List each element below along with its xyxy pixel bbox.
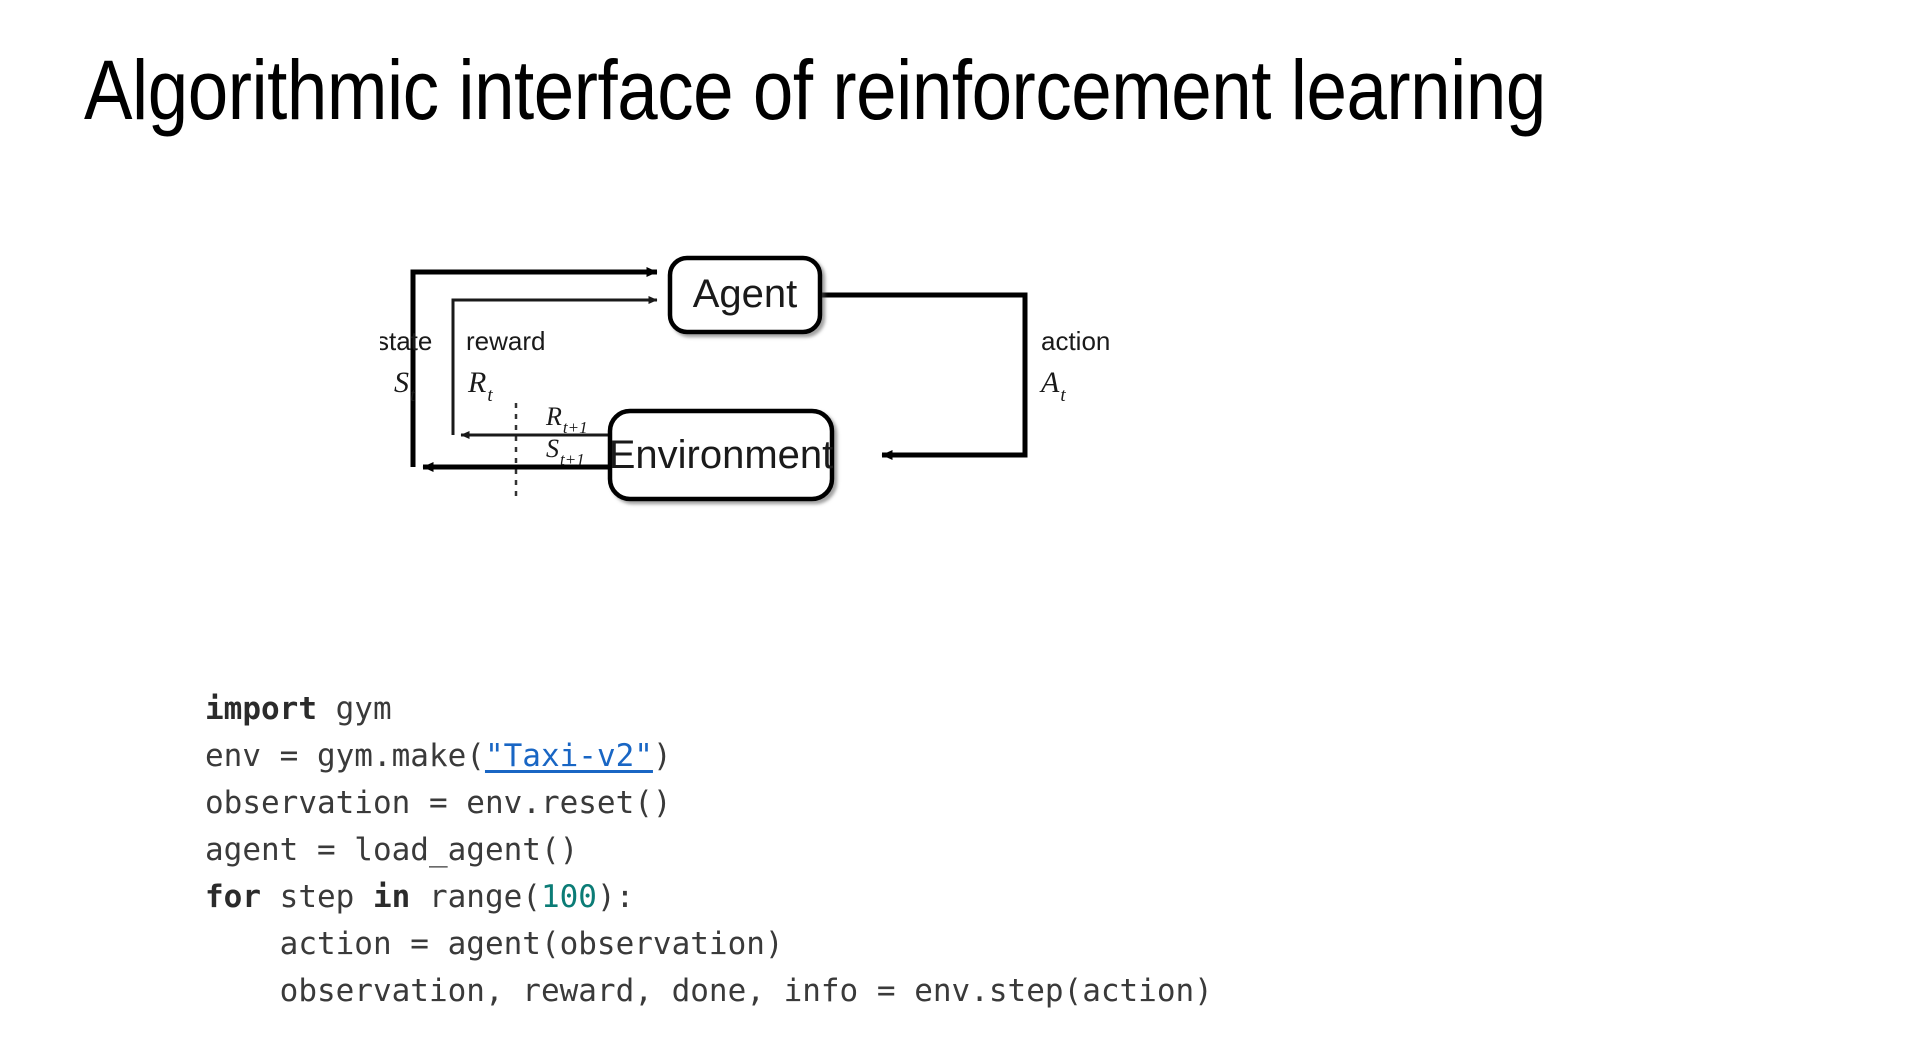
- rl-loop-diagram: Agent Environment state St reward Rt Rt+…: [380, 255, 1180, 545]
- state-label-word: state: [380, 326, 432, 356]
- environment-node-label: Environment: [609, 433, 834, 477]
- code-text: observation, reward, done, info = env.st…: [205, 973, 1213, 1009]
- next-reward-label: Rt+1: [545, 402, 588, 437]
- code-line: env = gym.make("Taxi-v2"): [205, 733, 1213, 780]
- code-text: range(: [410, 879, 541, 915]
- state-label: state St: [380, 326, 432, 406]
- code-keyword: in: [372, 879, 411, 915]
- svg-text:St+1: St+1: [546, 434, 585, 469]
- code-line: observation, reward, done, info = env.st…: [205, 968, 1213, 1015]
- code-text: ):: [596, 879, 635, 915]
- code-keyword: import: [205, 691, 317, 727]
- reward-label-word: reward: [466, 326, 545, 356]
- code-number: 100: [540, 879, 597, 915]
- action-label: action At: [1039, 326, 1110, 406]
- action-edge: [820, 292, 1028, 460]
- state-label-symbol: St: [394, 366, 416, 406]
- agent-node: Agent: [667, 255, 823, 335]
- agent-node-label: Agent: [693, 272, 798, 316]
- code-line: observation = env.reset(): [205, 780, 1213, 827]
- reward-label: reward Rt: [466, 326, 545, 406]
- code-keyword: for: [205, 879, 261, 915]
- env-id-link[interactable]: "Taxi-v2": [484, 738, 653, 774]
- action-label-symbol: At: [1039, 366, 1066, 406]
- state-edge: [410, 267, 658, 467]
- code-text: action = agent(observation): [205, 926, 784, 962]
- reward-edge: [451, 296, 658, 435]
- code-text: agent = load_agent(): [205, 832, 579, 868]
- next-state-label: St+1: [546, 434, 585, 469]
- code-text: step: [261, 879, 373, 915]
- code-line: for step in range(100):: [205, 874, 1213, 921]
- code-text: gym: [316, 691, 392, 727]
- code-text: ): [652, 738, 672, 774]
- code-text: env = gym.make(: [205, 738, 485, 774]
- svg-text:Rt+1: Rt+1: [545, 402, 588, 437]
- code-text: observation = env.reset(): [205, 785, 672, 821]
- code-line: import gym: [205, 686, 1213, 733]
- action-label-word: action: [1041, 326, 1110, 356]
- code-line: agent = load_agent(): [205, 827, 1213, 874]
- reward-label-symbol: Rt: [467, 366, 493, 406]
- code-line: action = agent(observation): [205, 921, 1213, 968]
- environment-node: Environment: [607, 408, 835, 502]
- page-title: Algorithmic interface of reinforcement l…: [84, 43, 1546, 137]
